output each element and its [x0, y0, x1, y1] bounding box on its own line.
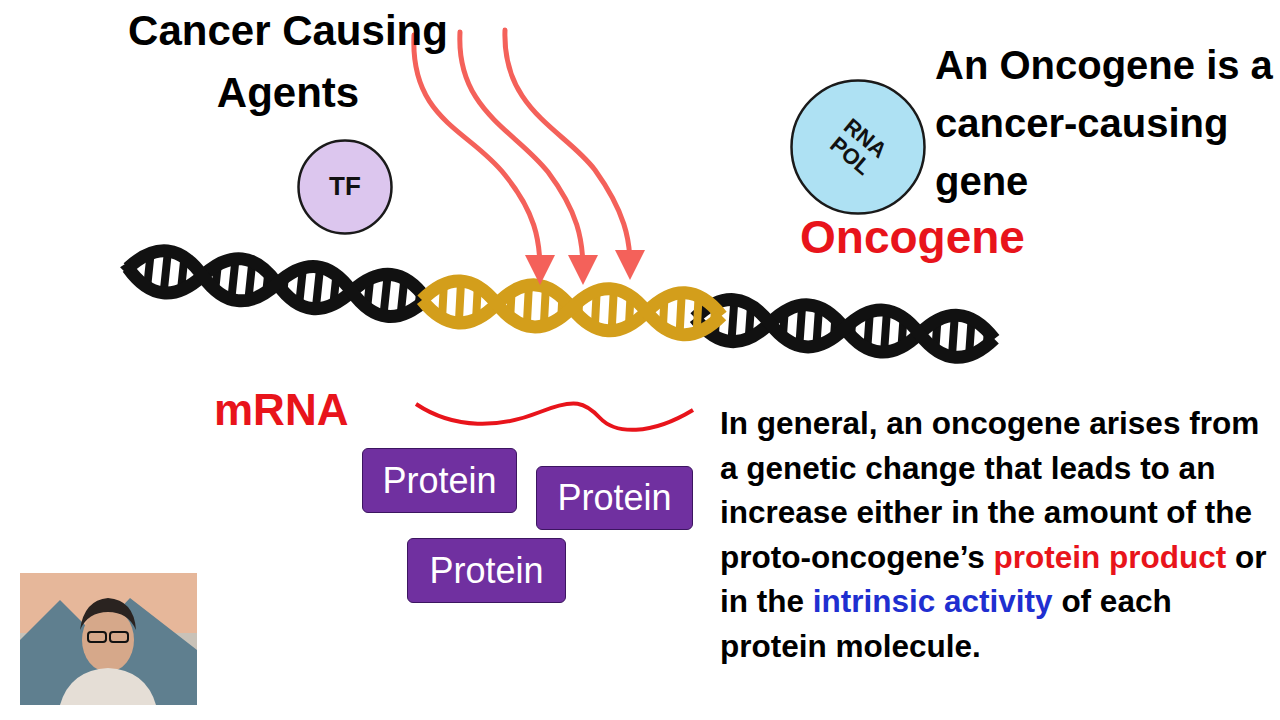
node-text-group: Protein — [410, 552, 564, 590]
highlighted-term: intrinsic activity — [813, 583, 1053, 619]
node-text-group: Protein — [365, 462, 515, 500]
explanation-paragraph: In general, an oncogene arises from a ge… — [720, 401, 1276, 669]
rna-polymerase-circle: RNA POL — [790, 79, 926, 215]
node-text-group: Protein — [539, 479, 691, 517]
mrna-strand — [416, 403, 693, 429]
mutated-gene-segment — [420, 255, 724, 361]
protein-box: Protein — [362, 448, 517, 513]
node-label: Protein — [365, 462, 515, 500]
agents-label: Cancer Causing Agents — [108, 0, 468, 124]
dna-helix — [115, 222, 441, 345]
transcription-factor-circle: TF — [297, 139, 393, 235]
agent-arrows — [414, 30, 630, 270]
protein-box: Protein — [536, 466, 693, 530]
highlighted-term: protein product — [994, 539, 1227, 575]
protein-box: Protein — [407, 538, 566, 603]
node-label: Protein — [539, 479, 691, 517]
oncogene-label: Oncogene — [800, 208, 1070, 266]
dna-helix — [692, 273, 998, 384]
node-label: TF — [305, 173, 385, 200]
node-text-group: TF — [305, 173, 385, 200]
webcam-thumbnail — [20, 573, 197, 705]
definition-text: An Oncogene is a cancer-causing gene — [926, 36, 1280, 210]
node-label: Protein — [410, 552, 564, 590]
mrna-label: mRNA — [214, 382, 374, 438]
